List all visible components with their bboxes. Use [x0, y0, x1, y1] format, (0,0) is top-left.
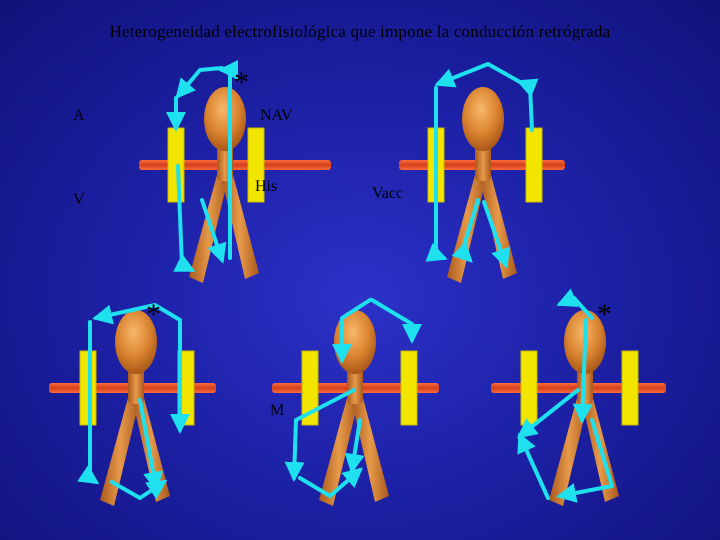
star-top: * [234, 66, 249, 99]
heart-3-left-bundle [100, 398, 140, 506]
heart-1-annulus-right [247, 127, 265, 203]
pathway-2-limb-left [451, 198, 480, 263]
heart-2-annulus-right [525, 127, 543, 203]
pathway-4-bottom [298, 467, 364, 498]
heart-5-annulus-right [621, 350, 639, 426]
pathway-1-his-up [218, 60, 238, 260]
heart-1-av-node [204, 87, 246, 151]
heart-2-av-node [462, 87, 504, 151]
label-v: V [73, 191, 85, 208]
pathway-4-top [332, 298, 372, 364]
heart-1-atrial-bar [139, 160, 331, 170]
pathway-5-right [556, 418, 614, 503]
pathway-5-bottom [517, 432, 550, 500]
heart-5-annulus-left [520, 350, 538, 426]
label-nav: NAV [260, 107, 293, 124]
pathway-2-limb-right [482, 200, 511, 269]
pathway-4-diagonal [284, 388, 356, 482]
label-a: A [73, 107, 85, 124]
pathway-1-right-limb [200, 198, 227, 264]
pathway-5-down [572, 318, 593, 424]
label-vacc: Vacc [372, 185, 404, 202]
pathway-2-left-down [425, 86, 448, 262]
pathway-1-left-limb [173, 164, 196, 272]
star-right: * [597, 298, 612, 331]
label-m: M [270, 402, 285, 419]
pathway-3-top [92, 303, 182, 325]
pathway-2-right-up [516, 78, 539, 132]
pathway-1-across [175, 66, 224, 100]
heart-1-left-bundle [189, 175, 229, 283]
pathway-2-top [434, 62, 522, 88]
pathway-4-limb [344, 418, 365, 474]
pathway-3-limb [138, 398, 163, 492]
slide-title: Heterogeneidad electrofisiológica que im… [109, 22, 611, 41]
heart-3-av-node [115, 310, 157, 374]
star-left: * [146, 298, 161, 331]
pathway-4-right [370, 298, 422, 344]
heart-4-left-bundle [319, 398, 359, 506]
pathway-5-diagonal [516, 388, 580, 439]
pathway-5-top [556, 288, 594, 320]
pathway-3-left-down [77, 320, 100, 485]
heart-2-right-bundle [479, 175, 517, 279]
heart-4-annulus-left [301, 350, 319, 426]
heart-5-left-bundle [549, 398, 589, 506]
heart-4-annulus-right [400, 350, 418, 426]
label-his: His [255, 178, 278, 195]
heart-1-annulus-left [167, 127, 185, 203]
heart-4-his-stem [347, 368, 363, 404]
heart-2-his-stem [475, 145, 491, 181]
heart-3-his-stem [128, 368, 144, 404]
